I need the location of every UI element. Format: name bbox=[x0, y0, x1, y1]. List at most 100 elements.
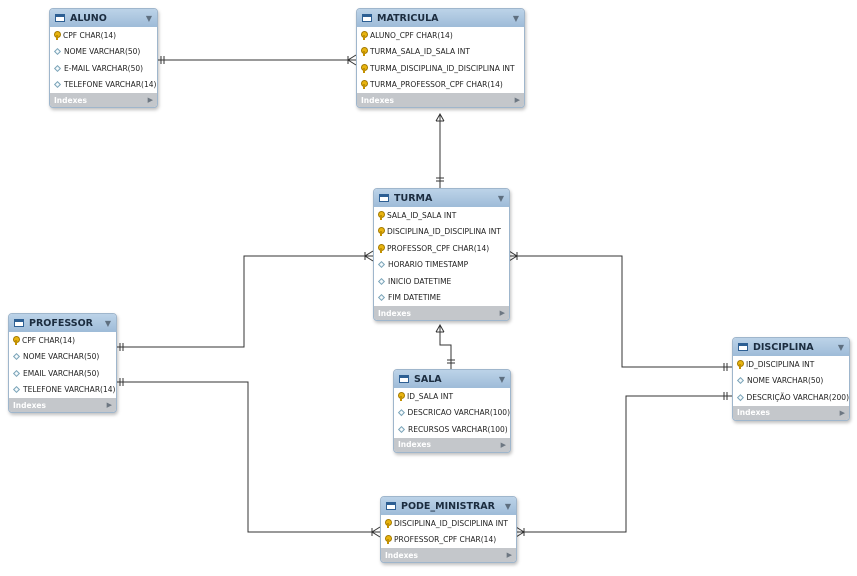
collapse-icon[interactable]: ▼ bbox=[104, 318, 111, 328]
expand-icon[interactable]: ▶ bbox=[839, 408, 845, 417]
column-row[interactable]: NOME VARCHAR(50) bbox=[9, 349, 116, 366]
attribute-diamond-icon bbox=[377, 261, 386, 269]
collapse-icon[interactable]: ▼ bbox=[498, 374, 505, 384]
column-label: E-MAIL VARCHAR(50) bbox=[64, 63, 144, 73]
column-row[interactable]: TURMA_SALA_ID_SALA INT bbox=[357, 44, 524, 61]
column-row[interactable]: TELEFONE VARCHAR(14) bbox=[50, 77, 157, 94]
attribute-diamond-icon bbox=[736, 393, 744, 401]
expand-icon[interactable]: ▶ bbox=[514, 96, 520, 104]
column-row[interactable]: INICIO DATETIME bbox=[374, 273, 509, 290]
column-row[interactable]: RECURSOS VARCHAR(100) bbox=[394, 421, 510, 438]
indexes-label: Indexes bbox=[385, 550, 418, 560]
column-row[interactable]: DISCIPLINA_ID_DISCIPLINA INT bbox=[381, 515, 516, 532]
column-row[interactable]: NOME VARCHAR(50) bbox=[733, 373, 849, 390]
indexes-footer[interactable]: Indexes ▶ bbox=[394, 437, 510, 452]
column-row[interactable]: TURMA_PROFESSOR_CPF CHAR(14) bbox=[357, 77, 524, 94]
column-label: ID_SALA INT bbox=[407, 391, 454, 401]
column-label: DISCIPLINA_ID_DISCIPLINA INT bbox=[394, 518, 508, 528]
column-label: PROFESSOR_CPF CHAR(14) bbox=[394, 535, 497, 545]
expand-icon[interactable]: ▶ bbox=[499, 309, 505, 317]
column-row[interactable]: ID_DISCIPLINA INT bbox=[733, 356, 849, 373]
column-label: FIM DATETIME bbox=[388, 293, 441, 303]
collapse-icon[interactable]: ▼ bbox=[504, 501, 511, 511]
table-header[interactable]: SALA ▼ bbox=[394, 370, 510, 388]
column-label: EMAIL VARCHAR(50) bbox=[23, 368, 100, 378]
column-label: TELEFONE VARCHAR(14) bbox=[23, 385, 116, 395]
table-aluno[interactable]: ALUNO ▼ CPF CHAR(14)NOME VARCHAR(50) E-MA… bbox=[49, 8, 158, 108]
table-icon bbox=[738, 343, 748, 351]
expand-icon[interactable]: ▶ bbox=[147, 96, 153, 104]
indexes-label: Indexes bbox=[398, 440, 431, 449]
table-header[interactable]: ALUNO ▼ bbox=[50, 9, 157, 27]
table-header[interactable]: DISCIPLINA ▼ bbox=[733, 338, 849, 356]
collapse-icon[interactable]: ▼ bbox=[145, 13, 152, 23]
key-icon bbox=[385, 535, 392, 545]
table-professor[interactable]: PROFESSOR ▼ CPF CHAR(14) NOME VARCHAR(50)… bbox=[8, 313, 117, 413]
collapse-icon[interactable]: ▼ bbox=[837, 342, 844, 352]
indexes-label: Indexes bbox=[361, 95, 394, 105]
table-turma[interactable]: TURMA ▼ SALA_ID_SALA INT DISCIPLINA_ID_DI… bbox=[373, 188, 510, 321]
column-row[interactable]: DESCRICAO VARCHAR(100) bbox=[394, 405, 510, 422]
collapse-icon[interactable]: ▼ bbox=[512, 13, 519, 23]
attribute-diamond-icon bbox=[377, 277, 386, 285]
indexes-label: Indexes bbox=[13, 400, 46, 410]
table-header[interactable]: TURMA ▼ bbox=[374, 189, 509, 207]
column-label: HORARIO TIMESTAMP bbox=[388, 260, 469, 270]
indexes-label: Indexes bbox=[737, 408, 770, 417]
column-row[interactable]: FIM DATETIME bbox=[374, 290, 509, 307]
column-row[interactable]: HORARIO TIMESTAMP bbox=[374, 257, 509, 274]
indexes-footer[interactable]: Indexes ▶ bbox=[733, 405, 849, 420]
column-label: NOME VARCHAR(50) bbox=[747, 376, 824, 386]
column-row[interactable]: NOME VARCHAR(50) bbox=[50, 44, 157, 61]
key-icon bbox=[361, 47, 368, 57]
rel-disciplina-turma bbox=[509, 255, 732, 368]
column-row[interactable]: E-MAIL VARCHAR(50) bbox=[50, 60, 157, 77]
column-label: DISCIPLINA_ID_DISCIPLINA INT bbox=[387, 227, 501, 237]
column-list: CPF CHAR(14) NOME VARCHAR(50) EMAIL VARCHA… bbox=[9, 332, 116, 398]
table-header[interactable]: PODE_MINISTRAR ▼ bbox=[381, 497, 516, 515]
table-sala[interactable]: SALA ▼ ID_SALA INT DESCRICAO VARCHAR(100)… bbox=[393, 369, 511, 453]
collapse-icon[interactable]: ▼ bbox=[497, 193, 504, 203]
column-label: INICIO DATETIME bbox=[388, 276, 452, 286]
column-row[interactable]: PROFESSOR_CPF CHAR(14) bbox=[381, 532, 516, 549]
column-list: ALUNO_CPF CHAR(14)TURMA_SALA_ID_SALA INT… bbox=[357, 27, 524, 93]
column-row[interactable]: ID_SALA INT bbox=[394, 388, 510, 405]
column-row[interactable]: CPF CHAR(14) bbox=[9, 332, 116, 349]
table-name: DISCIPLINA bbox=[753, 341, 814, 353]
indexes-footer[interactable]: Indexes ▶ bbox=[374, 306, 509, 320]
table-pode-ministrar[interactable]: PODE_MINISTRAR ▼ DISCIPLINA_ID_DISCIPLIN… bbox=[380, 496, 517, 563]
table-header[interactable]: MATRICULA ▼ bbox=[357, 9, 524, 27]
expand-icon[interactable]: ▶ bbox=[506, 551, 512, 559]
column-row[interactable]: TURMA_DISCIPLINA_ID_DISCIPLINA INT bbox=[357, 60, 524, 77]
key-icon bbox=[737, 359, 744, 369]
table-header[interactable]: PROFESSOR ▼ bbox=[9, 314, 116, 332]
attribute-diamond-icon bbox=[12, 353, 21, 361]
expand-icon[interactable]: ▶ bbox=[500, 440, 506, 449]
column-list: DISCIPLINA_ID_DISCIPLINA INT PROFESSOR_CP… bbox=[381, 515, 516, 548]
rel-sala-turma bbox=[439, 325, 452, 369]
key-icon bbox=[385, 518, 392, 528]
column-label: NOME VARCHAR(50) bbox=[23, 352, 100, 362]
column-row[interactable]: SALA_ID_SALA INT bbox=[374, 207, 509, 224]
indexes-footer[interactable]: Indexes ▶ bbox=[50, 93, 157, 107]
attribute-diamond-icon bbox=[12, 369, 21, 377]
indexes-footer[interactable]: Indexes ▶ bbox=[9, 398, 116, 412]
table-name: SALA bbox=[414, 373, 442, 385]
column-row[interactable]: ALUNO_CPF CHAR(14) bbox=[357, 27, 524, 44]
rel-professor-podeministrar bbox=[116, 381, 380, 533]
key-icon bbox=[361, 63, 368, 73]
column-row[interactable]: EMAIL VARCHAR(50) bbox=[9, 365, 116, 382]
column-row[interactable]: DESCRIÇÃO VARCHAR(200) bbox=[733, 389, 849, 406]
expand-icon[interactable]: ▶ bbox=[106, 401, 112, 409]
indexes-footer[interactable]: Indexes ▶ bbox=[357, 93, 524, 107]
indexes-label: Indexes bbox=[378, 308, 411, 318]
column-row[interactable]: TELEFONE VARCHAR(14) bbox=[9, 382, 116, 399]
indexes-footer[interactable]: Indexes ▶ bbox=[381, 548, 516, 562]
column-row[interactable]: DISCIPLINA_ID_DISCIPLINA INT bbox=[374, 224, 509, 241]
table-disciplina[interactable]: DISCIPLINA ▼ ID_DISCIPLINA INT NOME VARCH… bbox=[732, 337, 850, 421]
table-icon bbox=[14, 319, 24, 327]
table-matricula[interactable]: MATRICULA ▼ ALUNO_CPF CHAR(14)TURMA_SALA… bbox=[356, 8, 525, 108]
attribute-diamond-icon bbox=[53, 81, 62, 89]
column-row[interactable]: PROFESSOR_CPF CHAR(14) bbox=[374, 240, 509, 257]
column-row[interactable]: CPF CHAR(14) bbox=[50, 27, 157, 44]
